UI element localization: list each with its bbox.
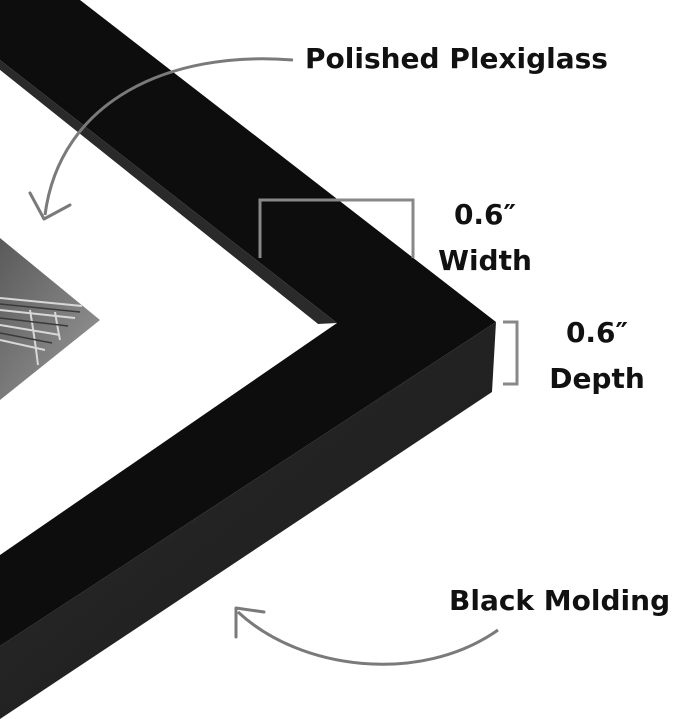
width-callout: 0.6″ Width [430, 192, 540, 284]
depth-value: 0.6″ [565, 316, 629, 349]
framed-photo [0, 238, 100, 400]
plexiglass-arrowhead [28, 191, 72, 221]
width-dimension-bracket [258, 198, 415, 258]
width-label: Width [438, 244, 532, 277]
width-value: 0.6″ [453, 198, 517, 231]
depth-label: Depth [549, 362, 645, 395]
plexiglass-arrow [43, 57, 294, 216]
frame-front-face [0, 0, 496, 646]
molding-arrowhead [234, 606, 266, 639]
frame-side-face [0, 322, 496, 719]
molding-arrow [236, 610, 499, 666]
depth-dimension-bracket [503, 320, 519, 386]
depth-callout: 0.6″ Depth [541, 310, 653, 402]
plexiglass-label: Polished Plexiglass [305, 42, 608, 75]
molding-label: Black Molding [449, 584, 671, 617]
mat-board [0, 70, 318, 545]
